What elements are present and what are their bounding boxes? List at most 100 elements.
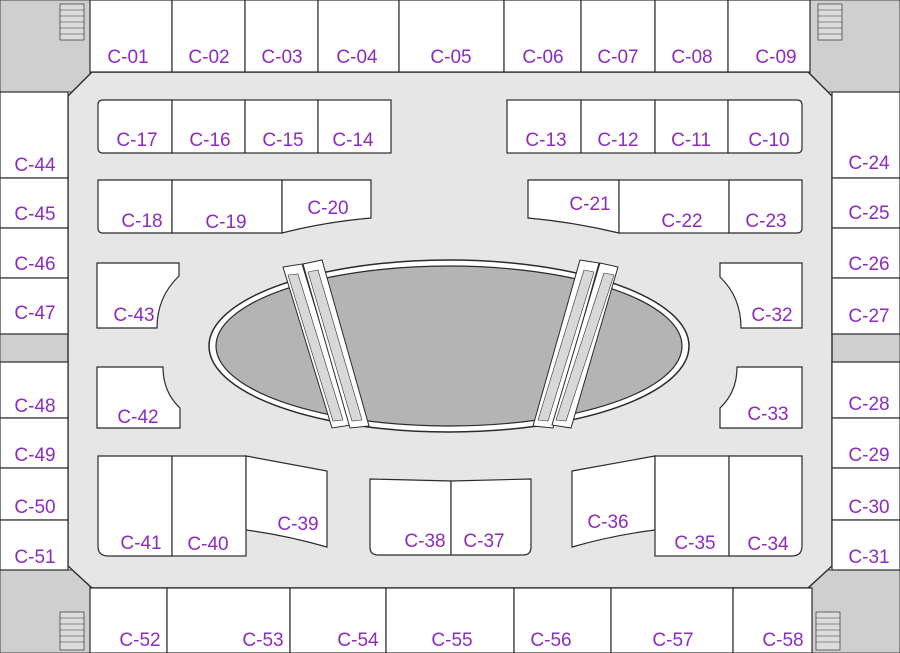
unit-c26[interactable]: C-26 xyxy=(831,227,900,279)
unit-label: C-09 xyxy=(755,47,796,68)
unit-c28[interactable]: C-28 xyxy=(831,361,900,419)
unit-label: C-13 xyxy=(525,130,566,151)
unit-c29[interactable]: C-29 xyxy=(831,417,900,469)
unit-c06[interactable]: C-06 xyxy=(503,0,582,73)
unit-c08[interactable]: C-08 xyxy=(654,0,729,73)
unit-label: C-34 xyxy=(747,534,789,555)
unit-label: C-50 xyxy=(14,497,55,518)
unit-c13[interactable]: C-13 xyxy=(506,99,582,154)
unit-label: C-42 xyxy=(117,407,158,428)
unit-c44[interactable]: C-44 xyxy=(0,91,69,179)
unit-c45[interactable]: C-45 xyxy=(0,177,69,229)
unit-c30[interactable]: C-30 xyxy=(831,467,900,521)
unit-c39[interactable]: C-39 xyxy=(245,455,328,548)
unit-label: C-30 xyxy=(848,497,889,518)
unit-label: C-20 xyxy=(307,198,348,219)
unit-label: C-39 xyxy=(277,514,318,535)
unit-label: C-40 xyxy=(187,534,228,555)
unit-label: C-58 xyxy=(762,630,803,651)
unit-label: C-36 xyxy=(587,512,628,533)
unit-label: C-23 xyxy=(745,211,786,232)
unit-c48[interactable]: C-48 xyxy=(0,361,69,419)
unit-label: C-47 xyxy=(14,303,55,324)
unit-c16[interactable]: C-16 xyxy=(171,99,246,154)
unit-c54[interactable]: C-54 xyxy=(289,587,387,653)
unit-c21[interactable]: C-21 xyxy=(527,179,620,234)
unit-c41[interactable]: C-41 xyxy=(97,455,173,557)
unit-c40[interactable]: C-40 xyxy=(171,455,247,557)
unit-c11[interactable]: C-11 xyxy=(654,99,729,154)
unit-c57[interactable]: C-57 xyxy=(610,587,734,653)
unit-c35[interactable]: C-35 xyxy=(654,455,730,557)
unit-c17[interactable]: C-17 xyxy=(97,99,173,154)
unit-c10[interactable]: C-10 xyxy=(727,99,803,154)
unit-c25[interactable]: C-25 xyxy=(831,177,900,229)
unit-label: C-37 xyxy=(463,531,504,552)
unit-label: C-04 xyxy=(336,47,378,68)
unit-c43[interactable]: C-43 xyxy=(96,262,180,329)
unit-c12[interactable]: C-12 xyxy=(580,99,656,154)
unit-c19[interactable]: C-19 xyxy=(171,179,283,234)
unit-c33[interactable]: C-33 xyxy=(719,366,803,429)
unit-label: C-43 xyxy=(113,305,154,326)
unit-c03[interactable]: C-03 xyxy=(244,0,319,73)
unit-c32[interactable]: C-32 xyxy=(719,262,803,329)
unit-c58[interactable]: C-58 xyxy=(732,587,813,653)
stair-icon xyxy=(59,611,85,651)
unit-label: C-06 xyxy=(522,47,563,68)
unit-label: C-49 xyxy=(14,445,55,466)
unit-label: C-17 xyxy=(116,130,157,151)
unit-c05[interactable]: C-05 xyxy=(398,0,505,73)
unit-label: C-12 xyxy=(597,130,638,151)
unit-c49[interactable]: C-49 xyxy=(0,417,69,469)
unit-c09[interactable]: C-09 xyxy=(727,0,811,73)
unit-c15[interactable]: C-15 xyxy=(244,99,319,154)
unit-c02[interactable]: C-02 xyxy=(171,0,246,73)
unit-c56[interactable]: C-56 xyxy=(513,587,612,653)
unit-label: C-01 xyxy=(107,47,148,68)
unit-c18[interactable]: C-18 xyxy=(97,179,173,234)
unit-c14[interactable]: C-14 xyxy=(317,99,392,154)
unit-c34[interactable]: C-34 xyxy=(728,455,803,557)
unit-label: C-21 xyxy=(569,194,610,215)
unit-c20[interactable]: C-20 xyxy=(281,179,372,234)
unit-c42[interactable]: C-42 xyxy=(96,366,181,429)
unit-label: C-19 xyxy=(205,212,246,233)
unit-c38[interactable]: C-38 xyxy=(369,478,452,556)
unit-c52[interactable]: C-52 xyxy=(89,587,168,653)
unit-label: C-16 xyxy=(189,130,230,151)
unit-c22[interactable]: C-22 xyxy=(618,179,730,234)
unit-c55[interactable]: C-55 xyxy=(385,587,515,653)
unit-label: C-52 xyxy=(119,630,160,651)
unit-c47[interactable]: C-47 xyxy=(0,277,69,335)
unit-label: C-56 xyxy=(530,630,571,651)
unit-c50[interactable]: C-50 xyxy=(0,467,69,521)
unit-label: C-35 xyxy=(674,533,715,554)
unit-c01[interactable]: C-01 xyxy=(89,0,173,73)
stair-icon xyxy=(815,611,841,651)
unit-label: C-14 xyxy=(332,130,374,151)
unit-c07[interactable]: C-07 xyxy=(580,0,656,73)
structural-band-right xyxy=(831,333,900,363)
unit-c37[interactable]: C-37 xyxy=(450,478,532,556)
atrium-void xyxy=(208,259,690,433)
unit-c04[interactable]: C-04 xyxy=(317,0,400,73)
unit-c51[interactable]: C-51 xyxy=(0,519,69,571)
unit-label: C-26 xyxy=(848,254,889,275)
escalator-icon xyxy=(532,259,600,429)
unit-label: C-03 xyxy=(261,47,302,68)
unit-label: C-24 xyxy=(848,153,890,174)
unit-label: C-10 xyxy=(748,130,789,151)
unit-c23[interactable]: C-23 xyxy=(728,179,803,234)
unit-label: C-07 xyxy=(597,47,638,68)
unit-label: C-41 xyxy=(120,533,161,554)
unit-label: C-48 xyxy=(14,396,55,417)
unit-c46[interactable]: C-46 xyxy=(0,227,69,279)
unit-c27[interactable]: C-27 xyxy=(831,277,900,335)
stair-icon xyxy=(59,3,85,41)
escalator-icon xyxy=(302,259,370,429)
unit-c31[interactable]: C-31 xyxy=(831,519,900,571)
unit-c53[interactable]: C-53 xyxy=(166,587,291,653)
unit-label: C-28 xyxy=(848,394,889,415)
unit-c24[interactable]: C-24 xyxy=(831,91,900,179)
